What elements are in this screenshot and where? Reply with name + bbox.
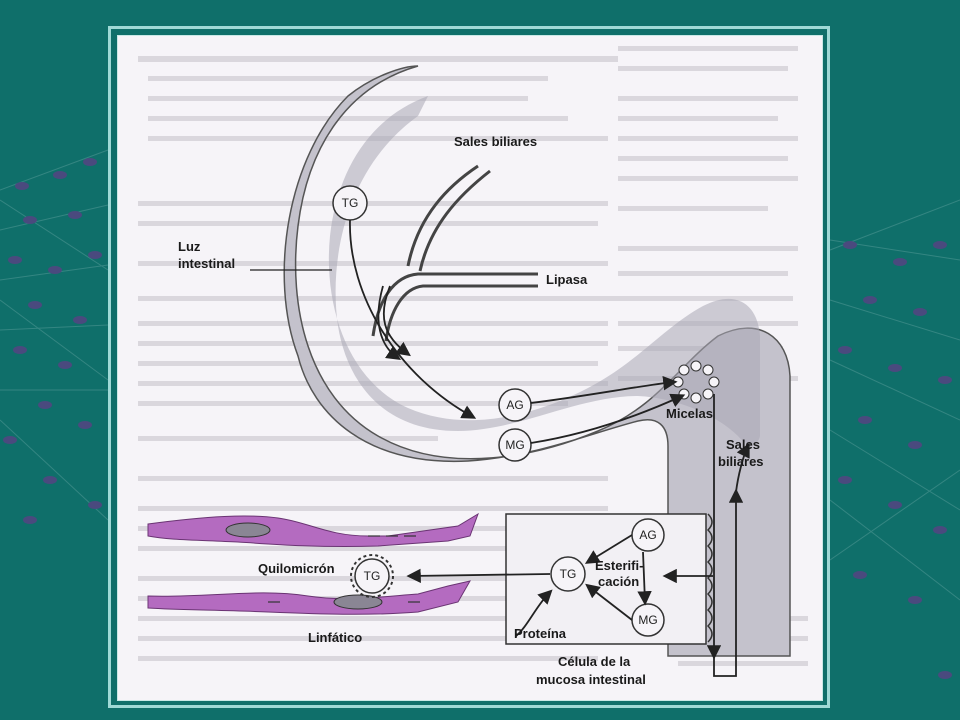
- luz-label-line1: Luz: [178, 239, 201, 254]
- tg-chylomicron-label: TG: [364, 569, 381, 583]
- tg-lumen-label: TG: [342, 196, 359, 210]
- linfatico-label: Linfático: [308, 630, 362, 645]
- flow-arrows: [349, 219, 750, 677]
- mg-lumen-circle: [498, 428, 532, 462]
- bile-duct: [406, 164, 479, 267]
- sales-biliares-right-2: biliares: [718, 454, 764, 469]
- tg-cell-label: TG: [560, 567, 577, 581]
- sales-biliares-right-1: Sales: [726, 437, 760, 452]
- lymph-vessel-upper: [147, 512, 479, 548]
- micelas-label: Micelas: [666, 406, 713, 421]
- slide-frame: TG AG MG AG TG MG TG Sales biliares Luz …: [108, 26, 830, 708]
- ag-cell-label: AG: [639, 528, 656, 542]
- celula-label-1: Célula de la: [558, 654, 631, 669]
- lymph-vessel-lower: [147, 580, 471, 615]
- celula-label-2: mucosa intestinal: [536, 672, 646, 687]
- luz-label-line2: intestinal: [178, 256, 235, 271]
- microvilli: [706, 513, 713, 643]
- tg-cell-circle: [550, 556, 586, 592]
- fat-digestion-diagram: TG AG MG AG TG MG TG Sales biliares Luz …: [138, 46, 808, 687]
- intestinal-lumen: [328, 96, 760, 445]
- intestine-wall: [283, 65, 791, 657]
- mg-cell-label: MG: [638, 613, 657, 627]
- lymph-dashes: [268, 535, 420, 603]
- ag-lumen-circle: [498, 388, 532, 422]
- ag-lumen-label: AG: [506, 398, 523, 412]
- sales-biliares-top-label: Sales biliares: [454, 134, 537, 149]
- chylomicron-ring: [350, 554, 394, 598]
- lipasa-label: Lipasa: [546, 272, 588, 287]
- digestion-figure: TG AG MG AG TG MG TG Sales biliares Luz …: [117, 35, 823, 701]
- quilomicron-label: Quilomicrón: [258, 561, 335, 576]
- tg-chylomicron-circle: [354, 558, 390, 594]
- esterificacion-2: cación: [598, 574, 639, 589]
- proteina-label: Proteína: [514, 626, 567, 641]
- mg-lumen-label: MG: [505, 438, 524, 452]
- esterificacion-1: Esterifi-: [595, 558, 643, 573]
- pancreatic-duct: [371, 272, 538, 337]
